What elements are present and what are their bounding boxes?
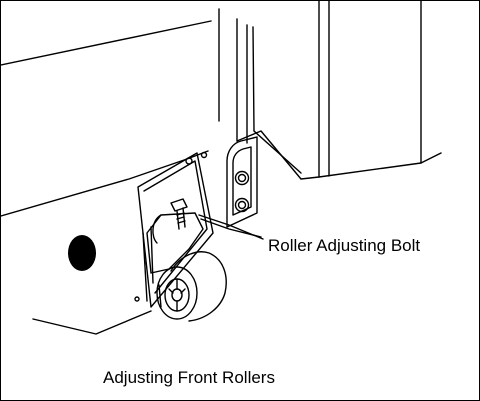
hinge-bracket — [226, 136, 258, 228]
callout-leader-line — [198, 214, 264, 240]
cabinet-body — [1, 20, 262, 335]
hinge-bolt-head — [234, 170, 250, 186]
roller-wheel — [156, 251, 227, 322]
door — [218, 1, 442, 180]
hinge-bolt-head — [234, 197, 250, 213]
roller-adjusting-bolt — [170, 198, 188, 230]
mounting-plate — [134, 151, 214, 308]
roller-adjusting-bolt-label: Roller Adjusting Bolt — [268, 236, 421, 255]
roller-housing — [142, 212, 204, 302]
cabinet-hole — [68, 235, 96, 271]
figure-caption: Adjusting Front Rollers — [103, 368, 275, 387]
